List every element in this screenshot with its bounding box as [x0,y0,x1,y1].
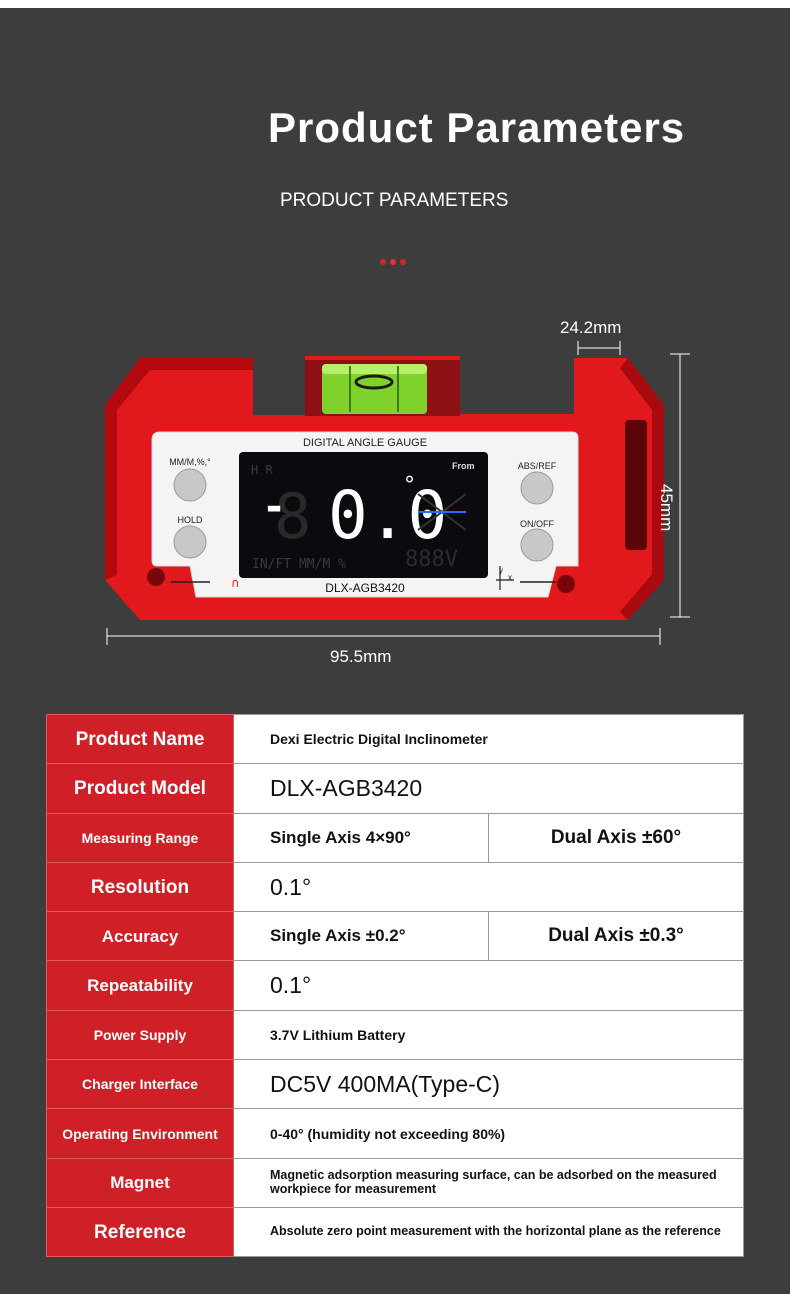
magnet-icon: ∩ [231,576,240,590]
spec-label: Product Name [46,713,234,765]
dim-height: 45mm [657,484,676,532]
spec-label: Repeatability [46,960,234,1011]
page-title: Product Parameters [268,104,686,151]
spec-label: Magnet [46,1157,234,1208]
spec-value-2: Dual Axis ±60° [488,812,744,863]
power-button[interactable] [520,528,554,562]
spec-value: 0.1° [233,861,744,913]
table-row: Accuracy Single Axis ±0.2° Dual Axis ±0.… [46,911,744,962]
table-row: Product Name Dexi Electric Digital Incli… [46,713,744,765]
spec-value: DLX-AGB3420 [233,763,744,814]
lcd-units: IN/FT MM/M % [252,557,346,572]
spec-value: Dexi Electric Digital Inclinometer [233,713,744,765]
gauge-label: DIGITAL ANGLE GAUGE [303,437,427,449]
spec-value: 0-40° (humidity not exceeding 80%) [233,1108,744,1159]
table-row: Measuring Range Single Axis 4×90° Dual A… [46,812,744,863]
spec-value: Single Axis 4×90° [233,812,489,863]
decorative-dots [380,259,406,265]
spec-value: Single Axis ±0.2° [233,911,489,962]
table-row: Resolution 0.1° [46,861,744,913]
lcd-axis-cross [417,493,467,531]
lcd-degree: ° [404,473,415,498]
table-row: Charger Interface DC5V 400MA(Type-C) [46,1059,744,1110]
spec-value-2: Dual Axis ±0.3° [488,911,744,962]
table-row: Repeatability 0.1° [46,960,744,1011]
spec-value: DC5V 400MA(Type-C) [233,1059,744,1110]
lcd-ghost-digit: 8 [274,480,311,553]
hold-button[interactable] [173,525,207,559]
lcd-voltage: 888V [405,547,458,572]
lcd-sign: - [262,484,286,530]
product-illustration: DIGITAL ANGLE GAUGE DLX-AGB3420 ∩ MM/M,%… [105,341,690,645]
dim-width: 95.5mm [330,647,392,666]
spec-table: Product Name Dexi Electric Digital Incli… [46,713,744,1258]
spec-label: Product Model [46,763,234,814]
spec-label: Charger Interface [46,1059,234,1110]
spec-value: 3.7V Lithium Battery [233,1009,744,1061]
spec-label: Resolution [46,861,234,913]
abs-button-label: ABS/REF [518,461,557,471]
table-row: Reference Absolute zero point measuremen… [46,1206,744,1258]
spec-value: Magnetic adsorption measuring surface, c… [233,1157,744,1208]
top-strip [0,0,790,8]
lcd-screen [239,452,488,578]
spec-label: Reference [46,1206,234,1258]
mode-button[interactable] [173,468,207,502]
axis-icon [496,566,514,590]
lcd-from: From [452,461,475,471]
spec-label: Accuracy [46,911,234,962]
table-row: Power Supply 3.7V Lithium Battery [46,1009,744,1061]
table-row: Magnet Magnetic adsorption measuring sur… [46,1157,744,1208]
dimension-lines [106,341,690,645]
axis-x-label: x [508,573,512,582]
model-label: DLX-AGB3420 [325,581,405,595]
lcd-hr: H R [251,463,273,477]
page-subtitle: PRODUCT PARAMETERS [280,190,509,211]
dim-top-width: 24.2mm [560,318,622,337]
abs-ref-button[interactable] [520,471,554,505]
axis-y-label: y [499,566,503,575]
spec-label: Operating Environment [46,1108,234,1159]
mode-button-label: MM/M,%,° [169,457,211,467]
table-row: Product Model DLX-AGB3420 [46,763,744,814]
lcd-value: 0.0 [328,477,447,554]
table-row: Operating Environment 0-40° (humidity no… [46,1108,744,1159]
spec-value: 0.1° [233,960,744,1011]
spec-value: Absolute zero point measurement with the… [233,1206,744,1258]
spec-label: Measuring Range [46,812,234,863]
onoff-button-label: ON/OFF [520,519,554,529]
hold-button-label: HOLD [177,515,203,525]
spec-label: Power Supply [46,1009,234,1061]
